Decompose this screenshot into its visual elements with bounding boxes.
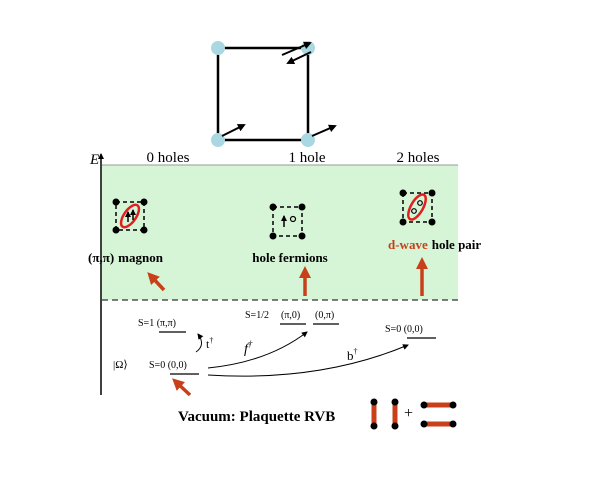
spin-down-arrow — [286, 51, 312, 65]
b-dagger-arrow — [207, 344, 409, 377]
vacuum-caption: Vacuum: Plaquette RVB — [178, 409, 335, 425]
column-label-1-hole: 1 hole — [288, 150, 325, 166]
plus-sign: + — [404, 405, 413, 422]
svg-text:S=0 (0,0): S=0 (0,0) — [149, 360, 187, 371]
fermion-plaquette — [269, 203, 306, 240]
spin-arrow — [221, 124, 246, 137]
pair-plaquette — [399, 189, 436, 226]
plaquette-site — [301, 133, 315, 147]
horizontal-dimers-icon — [420, 401, 457, 428]
t-dagger-label: t† — [206, 336, 213, 351]
magnon-plaquette — [112, 198, 148, 234]
magnon-label: (π,π)magnon — [88, 250, 164, 265]
excitation-band — [102, 165, 458, 300]
energy-axis-label: E — [89, 152, 99, 168]
red-arrow-vacuum — [172, 378, 192, 397]
pair-level: S=0 (0,0) — [385, 324, 436, 339]
red-arrow-magnon — [147, 272, 166, 292]
vertical-dimers-icon — [370, 398, 399, 430]
spin-arrow — [311, 124, 337, 137]
fermion-level: S=1/2 (π,0) (0,π) — [245, 310, 339, 325]
pair-loop — [407, 193, 427, 221]
top-plaquette — [211, 41, 337, 147]
column-label-2-holes: 2 holes — [397, 150, 440, 166]
spin-up-arrow — [281, 41, 312, 56]
svg-text:(0,π): (0,π) — [315, 310, 334, 321]
f-dagger-label: f† — [244, 339, 253, 357]
column-label-0-holes: 0 holes — [147, 150, 190, 166]
svg-text:(π,0): (π,0) — [281, 310, 300, 321]
plaquette-square — [216, 46, 310, 142]
b-dagger-label: b† — [347, 347, 358, 363]
f-dagger-arrow — [207, 331, 308, 369]
vacuum-level: |Ω⟩ S=0 (0,0) — [113, 359, 199, 375]
plaquette-site — [211, 41, 225, 55]
fermion-label: hole fermions — [252, 250, 327, 265]
triplet-level: S=1 (π,π) — [138, 318, 186, 333]
plaquette-site — [211, 133, 225, 147]
vacuum-symbol: |Ω⟩ — [113, 359, 128, 371]
svg-text:S=0 (0,0): S=0 (0,0) — [385, 324, 423, 335]
svg-text:S=1/2: S=1/2 — [245, 310, 269, 321]
t-dagger-arrow — [195, 333, 204, 353]
svg-text:S=1 (π,π): S=1 (π,π) — [138, 318, 176, 329]
